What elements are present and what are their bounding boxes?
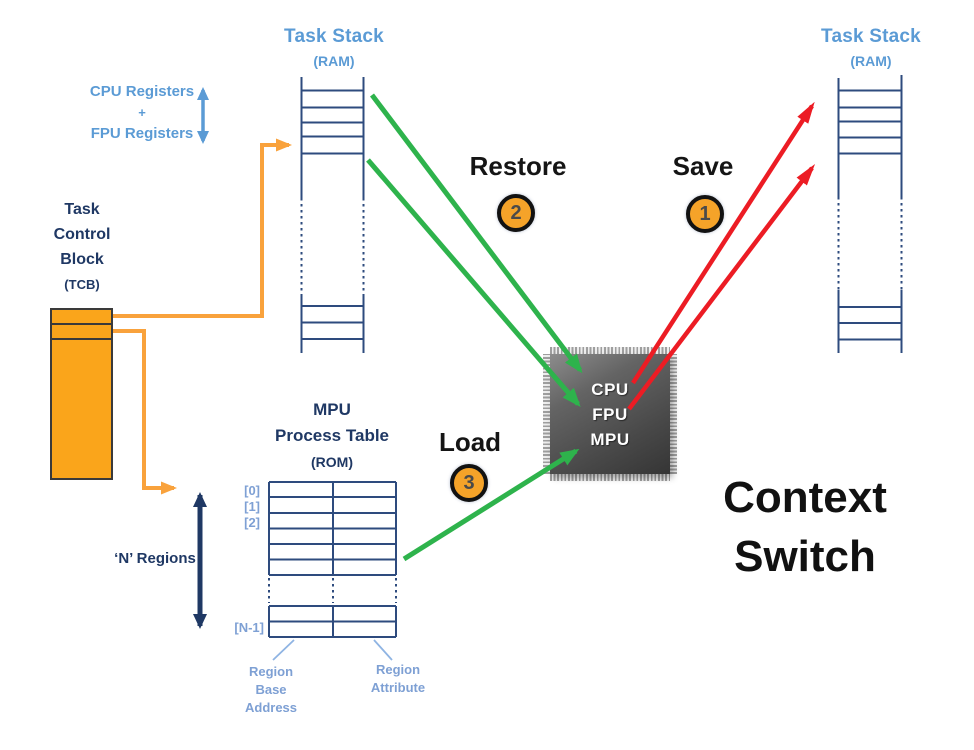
left-stack-rails-dotted [300,198,365,295]
chip-pins-left [543,354,550,474]
load-step-badge: 3 [450,464,488,502]
right-stack-rails-solid [837,75,903,353]
tcb-label-subtitle: (TCB) [64,277,100,292]
chip-cpu-label: CPU [591,379,629,399]
mpu-table-dotted-verticals [268,578,397,603]
mpu-table-verticals [268,482,397,637]
left-stack-subtitle: (RAM) [313,53,355,69]
tcb-block [50,308,113,480]
region-attribute-caption-line2: Attribute [370,680,426,695]
tcb-label-line2: Control [53,226,111,243]
chip-mpu-label: MPU [590,429,630,449]
mpu-table-horizontals [269,481,396,638]
registers-line-cpu: CPU Registers [89,83,195,100]
tcb-label-line1: Task [64,201,100,218]
tcb-label-line3: Block [60,251,104,268]
region-base-leader-line [272,639,295,661]
region-base-caption-line1: Region [248,664,294,679]
registers-label: CPU Registers + FPU Registers [90,81,194,144]
registers-line-plus: + [138,105,146,120]
right-stack-rails-dotted [837,197,903,290]
chip-pins-right [670,354,677,474]
mpu-table-title: MPU Process Table (ROM) [275,397,389,475]
chip-pins-bottom [550,474,670,481]
table-index-1: [1] [244,499,260,514]
region-base-caption-line2: Base [255,682,287,697]
left-stack-title: Task Stack [284,26,384,47]
table-index-2: [2] [244,515,260,530]
tcb-row-2 [52,325,111,340]
save-step-badge: 1 [686,195,724,233]
mpu-table-subtitle: (ROM) [311,454,353,470]
left-stack-rungs [301,89,364,340]
save-label: Save [672,151,734,181]
chip-fpu-label: FPU [592,404,628,424]
page-title-line2: Switch [734,532,876,581]
restore-step-badge: 2 [497,194,535,232]
n-regions-label: ‘N’ Regions [114,550,196,567]
tcb-label: Task Control Block (TCB) [54,197,111,297]
left-task-stack [300,77,365,353]
table-index-0: [0] [244,483,260,498]
right-stack-subtitle: (RAM) [850,53,892,69]
table-index-n1: [N-1] [234,620,264,635]
restore-label: Restore [469,151,567,181]
load-label: Load [438,427,502,457]
registers-line-fpu: FPU Registers [90,125,194,142]
mpu-process-table [268,481,397,638]
tcb-to-table-arrow [113,329,177,495]
right-task-stack [837,75,903,353]
region-attribute-leader-line [373,639,393,661]
mpu-table-title-line2: Process Table [274,426,390,445]
restore-arrow-1 [370,93,583,374]
page-title-line1: Context [723,473,887,522]
right-stack-rungs [838,89,902,341]
tcb-to-stack-arrow [113,138,292,318]
chip-body: CPU FPU MPU [550,354,670,474]
page-title: Context Switch [723,468,887,586]
tcb-row-1 [52,310,111,325]
right-stack-title: Task Stack [821,26,921,47]
save-arrow-1 [631,101,815,385]
left-stack-rails-solid [300,77,365,353]
region-attribute-caption-line1: Region [375,662,421,677]
region-attribute-caption: Region Attribute [371,661,425,697]
region-base-address-caption: Region Base Address [245,663,297,717]
region-base-caption-line3: Address [244,700,298,715]
mpu-table-title-line1: MPU [313,400,351,419]
chip-pins-top [550,347,670,354]
